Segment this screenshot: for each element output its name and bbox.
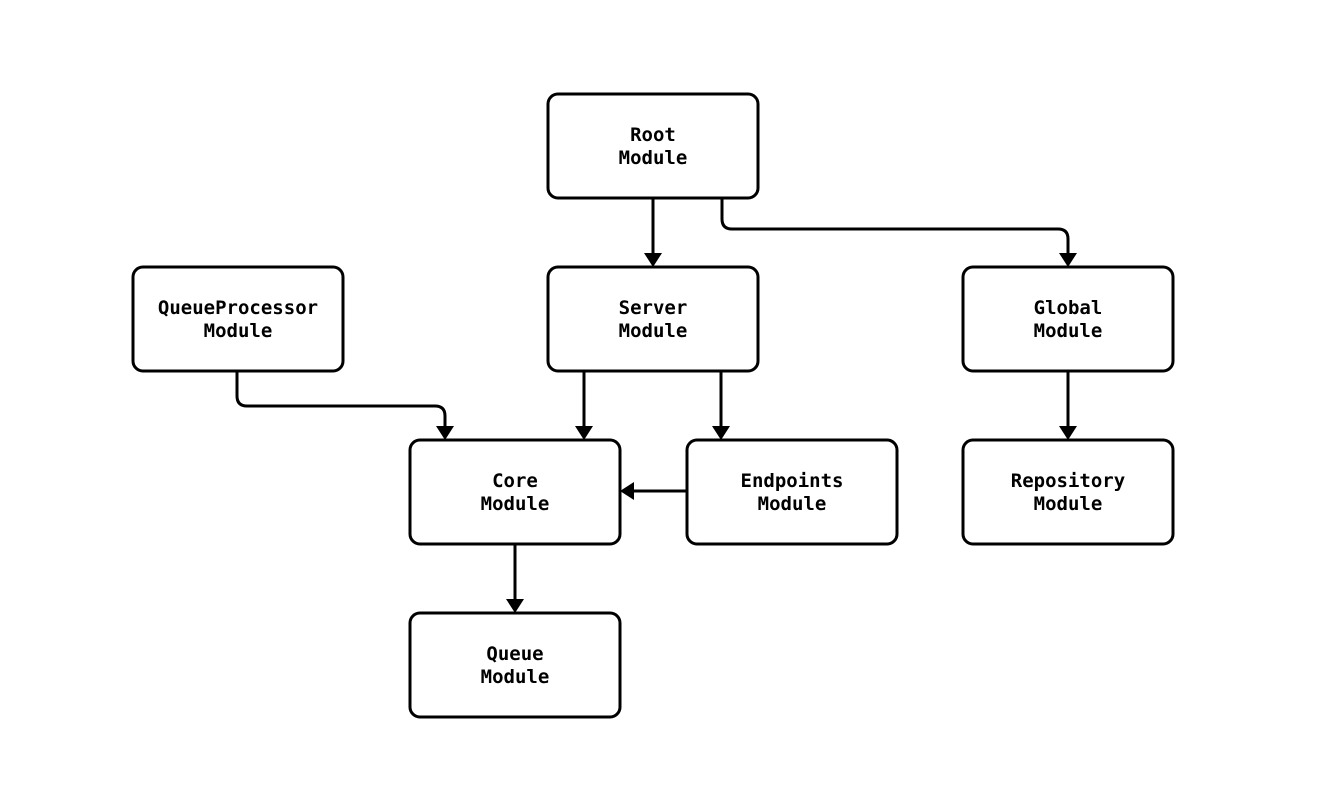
node-box[interactable]: [408, 438, 622, 546]
node-box[interactable]: [685, 438, 899, 546]
node-box[interactable]: [961, 265, 1175, 373]
arrowhead-icon: [1059, 253, 1077, 267]
node-box[interactable]: [961, 438, 1175, 546]
edge-core-to-queue: [506, 544, 524, 613]
node-label-line1: Server: [619, 297, 688, 319]
node-label-line2: Module: [481, 493, 550, 515]
node-label-line1: Global: [1034, 297, 1103, 319]
arrowhead-icon: [1059, 426, 1077, 440]
arrowhead-icon: [506, 599, 524, 613]
node-label-line1: Core: [492, 470, 538, 492]
node-label-line1: Endpoints: [741, 470, 844, 492]
node-label-line2: Module: [204, 320, 273, 342]
node-label-line1: Repository: [1011, 470, 1125, 492]
node-label-line1: Queue: [486, 643, 543, 665]
node-label-line1: Root: [630, 124, 676, 146]
edge-global-to-repository: [1059, 371, 1077, 440]
node-label-line2: Module: [619, 320, 688, 342]
edge-root-to-global: [720, 198, 1077, 267]
arrowhead-icon: [644, 253, 662, 267]
edge-server-to-core: [575, 371, 593, 440]
edge-queueprocessor-to-core: [235, 371, 454, 440]
node-box[interactable]: [408, 611, 622, 719]
edge-line: [720, 198, 1070, 253]
node-box[interactable]: [546, 265, 760, 373]
arrowhead-icon: [436, 426, 454, 440]
arrowhead-icon: [712, 426, 730, 440]
node-label-line2: Module: [619, 147, 688, 169]
node-box[interactable]: [131, 265, 345, 373]
node-label-line2: Module: [1034, 493, 1103, 515]
arrowhead-icon: [575, 426, 593, 440]
edge-line: [235, 371, 447, 426]
node-box[interactable]: [546, 92, 760, 200]
node-label-line2: Module: [1034, 320, 1103, 342]
edge-root-to-server: [644, 198, 662, 267]
edges-layer: [235, 198, 1077, 613]
node-label-line1: QueueProcessor: [158, 297, 318, 319]
edge-endpoints-to-core: [620, 482, 687, 500]
edge-server-to-endpoints: [712, 371, 730, 440]
node-label-line2: Module: [758, 493, 827, 515]
arrowhead-icon: [620, 482, 634, 500]
node-label-line2: Module: [481, 666, 550, 688]
